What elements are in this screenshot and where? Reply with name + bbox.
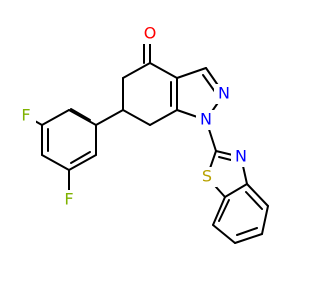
bond-c7-c7a [149, 109, 178, 126]
bond-ar-1 [68, 109, 97, 126]
bond-bz-1 [246, 183, 269, 207]
bond-bz-3-double [236, 227, 258, 236]
fluorine-top-label: F [21, 106, 30, 125]
label-bg-fluorine-top [16, 106, 36, 126]
pyrazole-n1-label: N [200, 110, 212, 129]
bond-bz-3 [234, 233, 263, 244]
bond-c6-c7 [122, 109, 151, 126]
bond-ar-5 [68, 154, 97, 171]
bond-layer [25, 39, 269, 244]
pyrazole-n2-label: N [218, 84, 230, 103]
bond-ar-5-double [70, 151, 91, 164]
label-bg-oxygen [141, 24, 159, 44]
atom-label-layer: O N N N S F F [16, 24, 251, 210]
bond-bz-5 [212, 196, 226, 226]
label-bg-pyrazole-n2 [214, 84, 234, 104]
bond-c3a-c7a [224, 183, 248, 198]
thiazole-n-label: N [235, 147, 247, 166]
sulfur-label: S [202, 167, 212, 186]
bond-bz-4 [212, 224, 236, 244]
bond-ar-1-double [70, 108, 91, 121]
label-bg-sulfur [197, 167, 217, 187]
label-bg-thiazole-n [231, 147, 251, 167]
bond-bz-1-double [245, 191, 263, 210]
bond-c4-c5 [122, 62, 151, 79]
fluorine-bottom-label: F [64, 190, 73, 209]
molecule-canvas: O N N N S F F [16, 23, 269, 244]
bond-c3a-c4 [149, 62, 178, 79]
bond-c3a-c3 [176, 67, 207, 79]
bond-ar-4 [41, 154, 70, 171]
bond-c6-aryl [95, 109, 124, 126]
bond-bz-2 [261, 205, 269, 235]
label-bg-fluorine-bottom [59, 190, 79, 210]
bond-bz-5-double [218, 199, 230, 222]
oxygen-label: O [144, 24, 157, 43]
label-bg-pyrazole-n1 [196, 110, 216, 130]
bond-ar-2 [41, 109, 70, 126]
molecule-diagram: O N N N S F F [16, 23, 269, 244]
